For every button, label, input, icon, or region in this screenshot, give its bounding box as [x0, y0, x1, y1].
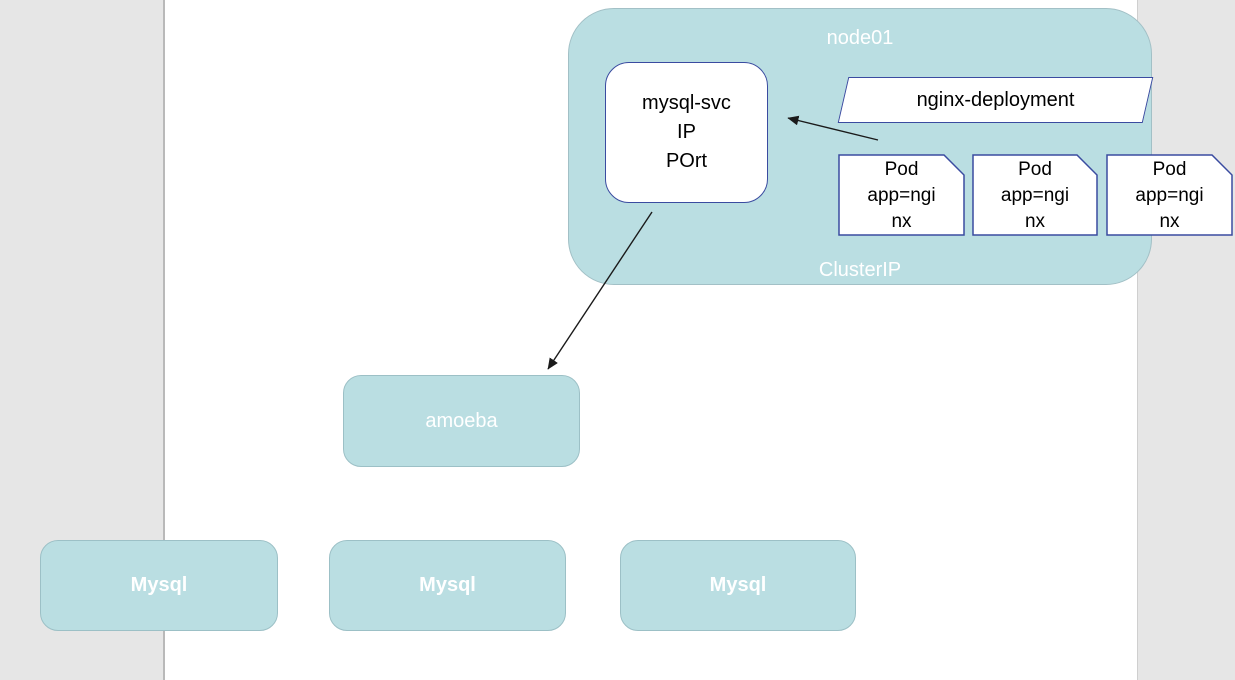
amoeba-box[interactable]: amoeba — [343, 375, 580, 467]
node01-title: node01 — [826, 27, 894, 49]
pod-line: app=ngi — [867, 185, 936, 206]
mysql-svc-box[interactable]: mysql-svc IP POrt — [605, 62, 768, 203]
pod-shape-1[interactable]: Pod app=ngi nx — [838, 154, 965, 236]
pod-card-outline — [1106, 154, 1233, 236]
clusterip-label: ClusterIP — [818, 259, 902, 281]
pod-shape-3[interactable]: Pod app=ngi nx — [1106, 154, 1233, 236]
mysql-box-3[interactable]: Mysql — [620, 540, 856, 631]
pod-line: Pod — [884, 159, 919, 180]
node01-group-shape[interactable]: node01 ClusterIP — [568, 8, 1152, 285]
pod-line: nx — [1159, 211, 1180, 232]
service-line-2: IP — [677, 121, 696, 143]
pod-line: Pod — [1018, 159, 1052, 180]
pod-card-outline — [972, 154, 1098, 236]
pod-shape-2[interactable]: Pod app=ngi nx — [972, 154, 1098, 236]
service-line-1: mysql-svc — [642, 92, 731, 114]
mysql-label: Mysql — [130, 574, 188, 596]
pod-card-outline — [838, 154, 965, 236]
mysql-label: Mysql — [709, 574, 767, 596]
pod-line: Pod — [1152, 159, 1187, 180]
mysql-label: Mysql — [419, 574, 476, 596]
workspace-right-panel — [1137, 0, 1235, 680]
mysql-box-1[interactable]: Mysql — [40, 540, 278, 631]
amoeba-label: amoeba — [425, 409, 498, 432]
pod-line: nx — [891, 211, 912, 232]
service-line-3: POrt — [665, 150, 708, 172]
pod-line: nx — [1024, 211, 1046, 232]
nginx-deployment-shape[interactable]: nginx-deployment — [837, 77, 1154, 123]
nginx-deployment-label: nginx-deployment — [916, 88, 1075, 111]
pod-line: app=ngi — [1000, 185, 1070, 206]
pod-line: app=ngi — [1135, 185, 1204, 206]
mysql-box-2[interactable]: Mysql — [329, 540, 566, 631]
